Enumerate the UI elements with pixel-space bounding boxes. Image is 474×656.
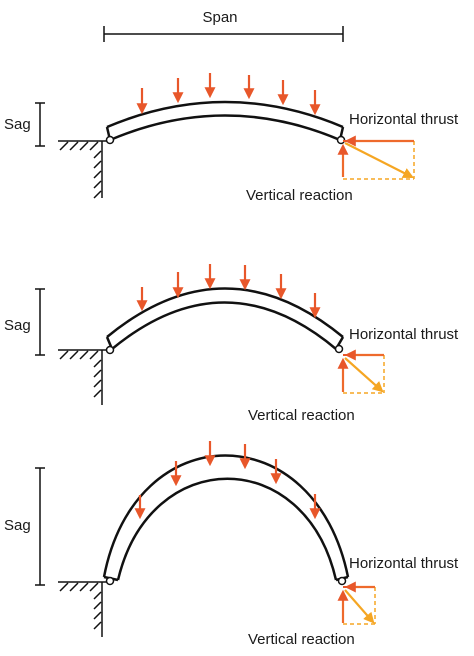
load-arrows-2: [136, 264, 321, 319]
vertical-reaction-label-3: Vertical reaction: [248, 631, 355, 648]
sag-dimension-2: Sag: [4, 288, 45, 356]
load-arrows-1: [136, 73, 321, 116]
vertical-reaction-label-2: Vertical reaction: [248, 407, 355, 424]
load-arrows-3: [134, 441, 321, 520]
reaction-vectors-3: [337, 581, 376, 625]
span-dimension: Span: [103, 9, 344, 42]
vertical-reaction-label-1: Vertical reaction: [246, 187, 353, 204]
sag-dimension-1: Sag: [4, 102, 45, 147]
hinge-right-3: [337, 576, 347, 586]
span-label: Span: [202, 9, 237, 26]
hinge-left-1: [105, 135, 115, 145]
reaction-vectors-2: [337, 349, 385, 394]
sag-label-2: Sag: [4, 317, 31, 334]
horizontal-thrust-label-3: Horizontal thrust: [349, 555, 459, 572]
horizontal-thrust-label-1: Horizontal thrust: [349, 111, 459, 128]
sag-label-3: Sag: [4, 517, 31, 534]
hinge-left-2: [105, 345, 115, 355]
panel-small-sag: Sag: [4, 73, 459, 204]
ground-support-1: [58, 140, 108, 199]
panel-medium-sag: Sag: [4, 264, 459, 424]
panel-large-sag: Sag: [4, 441, 459, 648]
hinge-right-2: [334, 344, 344, 354]
sag-label-1: Sag: [4, 116, 31, 133]
horizontal-thrust-label-2: Horizontal thrust: [349, 326, 459, 343]
sag-dimension-3: Sag: [4, 467, 45, 586]
ground-support-2: [58, 349, 108, 405]
hinge-left-3: [105, 576, 115, 586]
arch-3: [102, 454, 350, 582]
ground-support-3: [58, 581, 108, 637]
reaction-vectors-1: [337, 135, 415, 180]
